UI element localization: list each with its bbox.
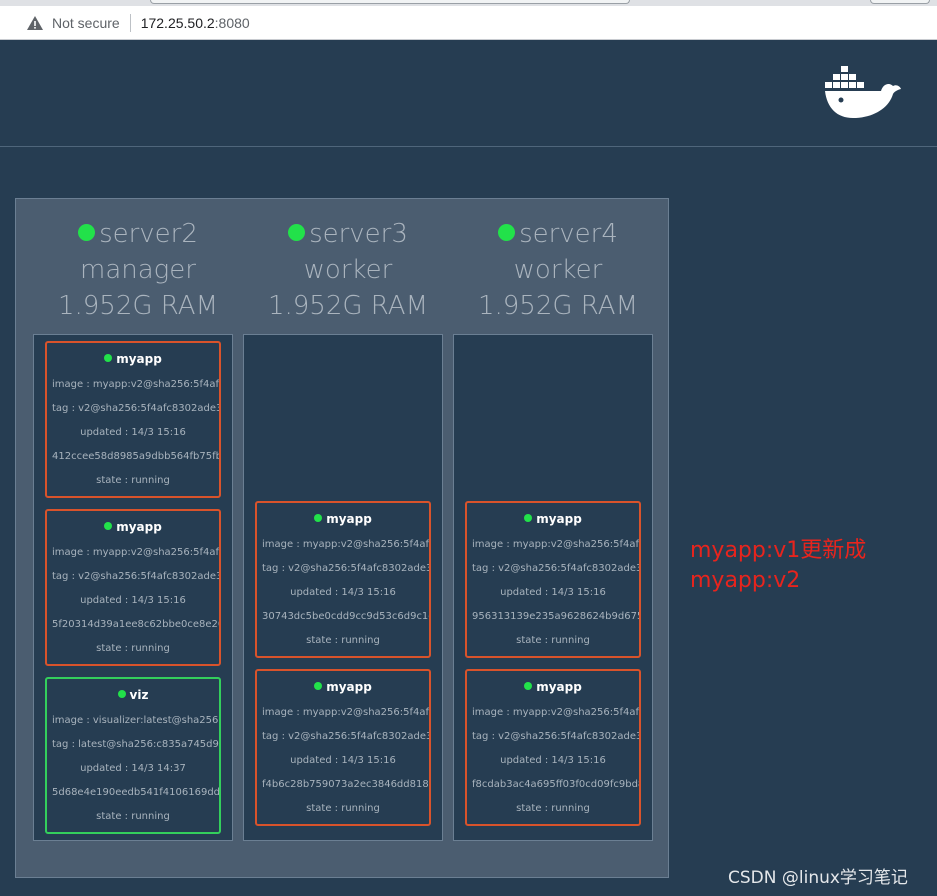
task-state: state : running bbox=[516, 635, 590, 646]
task-id: 412ccee58d8985a9dbb564fb75fb2ab bbox=[52, 451, 219, 462]
task-updated: updated : 14/3 14:37 bbox=[80, 763, 186, 774]
node-name: server2 bbox=[99, 219, 198, 249]
not-secure-label[interactable]: Not secure bbox=[52, 15, 120, 31]
node-role: worker bbox=[303, 255, 393, 285]
status-dot bbox=[288, 224, 306, 241]
url-host[interactable]: 172.25.50.2 bbox=[140, 15, 215, 31]
url-field[interactable]: Not secure 172.25.50.2 :8080 bbox=[12, 9, 932, 37]
node-ram: 1.952G RAM bbox=[477, 291, 639, 321]
swarm-panel: server2 manager 1.952G RAM myapp image :… bbox=[15, 198, 669, 878]
browser-tab-strip bbox=[0, 0, 937, 6]
node-header: server3 worker 1.952G RAM bbox=[243, 216, 453, 324]
annotation-line-2: myapp:v2 bbox=[690, 568, 801, 593]
task-name: myapp bbox=[116, 352, 162, 366]
status-dot bbox=[524, 682, 533, 690]
task-image: image : myapp:v2@sha256:5f4afc8302ade316… bbox=[52, 547, 219, 558]
csdn-watermark: CSDN @linux学习笔记 bbox=[728, 868, 908, 888]
update-annotation: myapp:v1更新成 myapp:v2 bbox=[690, 536, 866, 596]
task-name: myapp bbox=[536, 680, 582, 694]
node-task-list: myapp image : myapp:v2@sha256:5f4afc8302… bbox=[243, 334, 443, 841]
task-name: myapp bbox=[326, 680, 372, 694]
task-image: image : visualizer:latest@sha256:c835a bbox=[52, 715, 219, 726]
task-tag: tag : v2@sha256:5f4afc8302ade316fb9 bbox=[472, 731, 639, 742]
node-role: worker bbox=[513, 255, 603, 285]
node-task-list: myapp image : myapp:v2@sha256:5f4afc8302… bbox=[33, 334, 233, 841]
task-name: myapp bbox=[116, 520, 162, 534]
node-task-list: myapp image : myapp:v2@sha256:5f4afc8302… bbox=[453, 334, 653, 841]
annotation-line-1: myapp:v1更新成 bbox=[690, 538, 867, 563]
task-card[interactable]: myapp image : myapp:v2@sha256:5f4afc8302… bbox=[255, 501, 431, 658]
task-state: state : running bbox=[516, 803, 590, 814]
url-port[interactable]: :8080 bbox=[214, 15, 250, 31]
task-tag: tag : v2@sha256:5f4afc8302ade316fb9 bbox=[262, 563, 429, 574]
status-dot bbox=[524, 514, 533, 522]
task-id: 5d68e4e190eedb541f4106169dd3f2 bbox=[52, 787, 219, 798]
task-card[interactable]: myapp image : myapp:v2@sha256:5f4afc8302… bbox=[45, 341, 221, 498]
task-card[interactable]: myapp image : myapp:v2@sha256:5f4afc8302… bbox=[45, 509, 221, 666]
task-id: 956313139e235a9628624b9d67516 bbox=[472, 611, 639, 622]
browser-tab[interactable] bbox=[870, 0, 930, 4]
node-header: server2 manager 1.952G RAM bbox=[33, 216, 243, 324]
task-image: image : myapp:v2@sha256:5f4afc8302ade316… bbox=[472, 707, 639, 718]
node-ram: 1.952G RAM bbox=[267, 291, 429, 321]
task-image: image : myapp:v2@sha256:5f4afc8302ade316… bbox=[262, 539, 429, 550]
task-id: 5f20314d39a1ee8c62bbe0ce8e202f1 bbox=[52, 619, 219, 630]
task-updated: updated : 14/3 15:16 bbox=[290, 587, 396, 598]
task-card[interactable]: myapp image : myapp:v2@sha256:5f4afc8302… bbox=[465, 501, 641, 658]
status-dot bbox=[117, 690, 126, 698]
node-name: server4 bbox=[519, 219, 618, 249]
task-card[interactable]: viz image : visualizer:latest@sha256:c83… bbox=[45, 677, 221, 834]
task-tag: tag : v2@sha256:5f4afc8302ade316fb9 bbox=[262, 731, 429, 742]
task-card[interactable]: myapp image : myapp:v2@sha256:5f4afc8302… bbox=[465, 669, 641, 826]
status-dot bbox=[314, 682, 323, 690]
warning-triangle-icon[interactable] bbox=[26, 14, 44, 32]
task-name: viz bbox=[129, 688, 149, 702]
docker-whale-logo bbox=[825, 66, 901, 118]
url-divider bbox=[129, 14, 131, 32]
task-image: image : myapp:v2@sha256:5f4afc8302ade316… bbox=[472, 539, 639, 550]
app-header bbox=[0, 40, 937, 147]
status-dot bbox=[498, 224, 516, 241]
task-id: f4b6c28b759073a2ec3846dd81824b bbox=[262, 779, 429, 790]
task-name: myapp bbox=[536, 512, 582, 526]
node-server3: server3 worker 1.952G RAM myapp image : … bbox=[243, 199, 453, 841]
task-tag: tag : latest@sha256:c835a745d99ce bbox=[52, 739, 219, 750]
task-id: f8cdab3ac4a695ff03f0cd09fc9bd80d bbox=[472, 779, 639, 790]
task-state: state : running bbox=[96, 643, 170, 654]
address-bar: Not secure 172.25.50.2 :8080 bbox=[0, 6, 937, 40]
browser-tab[interactable] bbox=[150, 0, 630, 4]
task-updated: updated : 14/3 15:16 bbox=[500, 755, 606, 766]
node-name: server3 bbox=[309, 219, 408, 249]
status-dot bbox=[314, 514, 323, 522]
status-dot bbox=[104, 354, 113, 362]
status-dot bbox=[104, 522, 113, 530]
node-server4: server4 worker 1.952G RAM myapp image : … bbox=[453, 199, 663, 841]
node-ram: 1.952G RAM bbox=[57, 291, 219, 321]
task-state: state : running bbox=[96, 475, 170, 486]
task-image: image : myapp:v2@sha256:5f4afc8302ade316… bbox=[52, 379, 219, 390]
task-state: state : running bbox=[96, 811, 170, 822]
task-name: myapp bbox=[326, 512, 372, 526]
task-id: 30743dc5be0cdd9cc9d53c6d9c1e57 bbox=[262, 611, 429, 622]
task-tag: tag : v2@sha256:5f4afc8302ade316fb9 bbox=[52, 403, 219, 414]
status-dot bbox=[78, 224, 96, 241]
task-tag: tag : v2@sha256:5f4afc8302ade316fb9 bbox=[52, 571, 219, 582]
task-updated: updated : 14/3 15:16 bbox=[80, 595, 186, 606]
task-card[interactable]: myapp image : myapp:v2@sha256:5f4afc8302… bbox=[255, 669, 431, 826]
task-image: image : myapp:v2@sha256:5f4afc8302ade316… bbox=[262, 707, 429, 718]
task-state: state : running bbox=[306, 635, 380, 646]
task-tag: tag : v2@sha256:5f4afc8302ade316fb9 bbox=[472, 563, 639, 574]
task-updated: updated : 14/3 15:16 bbox=[290, 755, 396, 766]
task-state: state : running bbox=[306, 803, 380, 814]
node-header: server4 worker 1.952G RAM bbox=[453, 216, 663, 324]
node-role: manager bbox=[80, 255, 196, 285]
node-server2: server2 manager 1.952G RAM myapp image :… bbox=[33, 199, 243, 841]
task-updated: updated : 14/3 15:16 bbox=[80, 427, 186, 438]
task-updated: updated : 14/3 15:16 bbox=[500, 587, 606, 598]
